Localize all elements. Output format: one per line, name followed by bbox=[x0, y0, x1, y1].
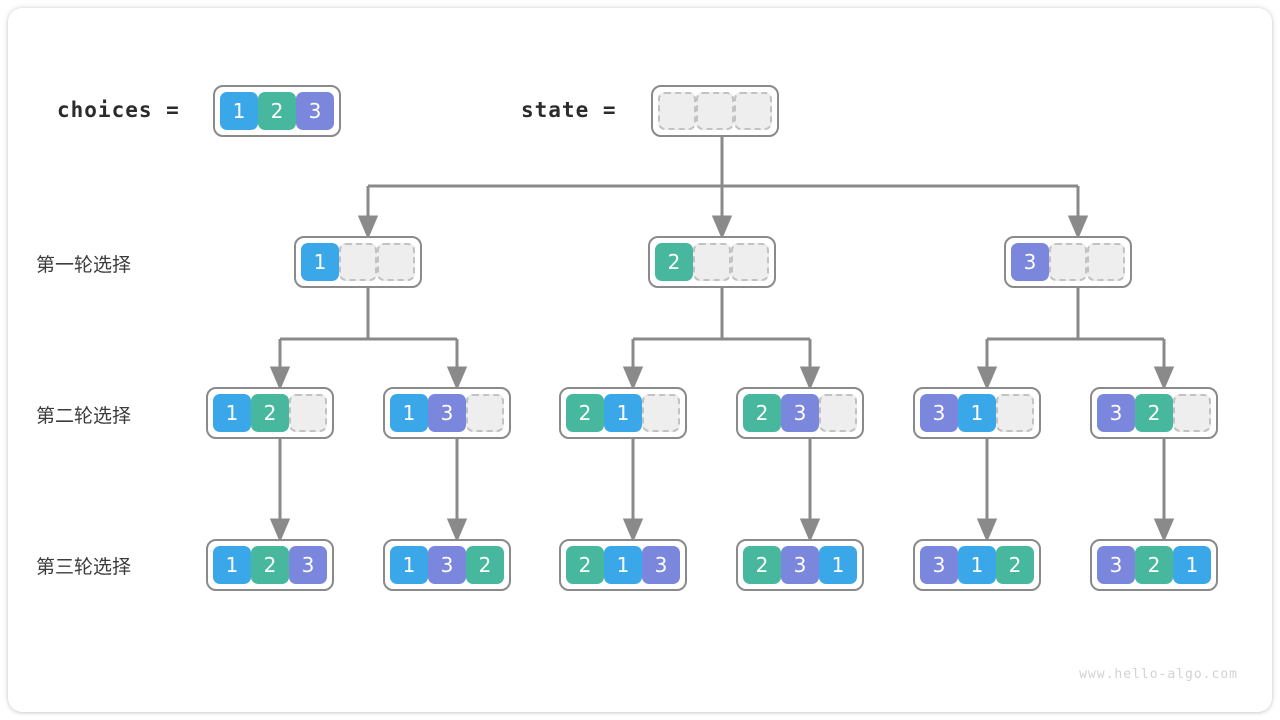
level2-node-3-cell-2-empty bbox=[819, 394, 857, 432]
level1-node-2-cell-2-empty bbox=[1087, 243, 1125, 281]
level3-node-1-cell-1-value-3: 3 bbox=[428, 546, 466, 584]
level2-node-1-cell-1-value-3: 3 bbox=[428, 394, 466, 432]
level3-node-0-cell-2-value-3: 3 bbox=[289, 546, 327, 584]
level3-node-3-cell-0-value-2: 2 bbox=[743, 546, 781, 584]
level3-node-5-cell-1-value-2: 2 bbox=[1135, 546, 1173, 584]
level1-node-1: 2 bbox=[648, 236, 776, 288]
level2-node-3-cell-1-value-3: 3 bbox=[781, 394, 819, 432]
level3-node-4-cell-2-value-2: 2 bbox=[996, 546, 1034, 584]
level2-node-1-cell-2-empty bbox=[466, 394, 504, 432]
level1-node-2-cell-0-value-3: 3 bbox=[1011, 243, 1049, 281]
level3-node-4-cell-1-value-1: 1 bbox=[958, 546, 996, 584]
level1-node-2: 3 bbox=[1004, 236, 1132, 288]
level3-node-3-cell-1-value-3: 3 bbox=[781, 546, 819, 584]
watermark: www.hello-algo.com bbox=[1079, 667, 1238, 682]
choices-label: choices = bbox=[57, 98, 180, 122]
level1-node-2-cell-1-empty bbox=[1049, 243, 1087, 281]
level3-node-5-cell-2-value-1: 1 bbox=[1173, 546, 1211, 584]
level2-node-1-cell-0-value-1: 1 bbox=[390, 394, 428, 432]
level1-node-1-cell-1-empty bbox=[693, 243, 731, 281]
level2-node-4-cell-0-value-3: 3 bbox=[920, 394, 958, 432]
level2-node-2-cell-2-empty bbox=[642, 394, 680, 432]
level1-node-1-cell-2-empty bbox=[731, 243, 769, 281]
level2-node-4-cell-2-empty bbox=[996, 394, 1034, 432]
level3-node-2-cell-0-value-2: 2 bbox=[566, 546, 604, 584]
state-cell-0-empty bbox=[658, 92, 696, 130]
level2-node-2-cell-0-value-2: 2 bbox=[566, 394, 604, 432]
level3-node-3-cell-2-value-1: 1 bbox=[819, 546, 857, 584]
level3-node-2-cell-1-value-1: 1 bbox=[604, 546, 642, 584]
state-cell-1-empty bbox=[696, 92, 734, 130]
level2-node-0-cell-0-value-1: 1 bbox=[213, 394, 251, 432]
level3-node-2-cell-2-value-3: 3 bbox=[642, 546, 680, 584]
row-label-round-1: 第一轮选择 bbox=[36, 254, 132, 276]
level3-node-0-cell-1-value-2: 2 bbox=[251, 546, 289, 584]
level1-node-0: 1 bbox=[294, 236, 422, 288]
level3-node-1-cell-0-value-1: 1 bbox=[390, 546, 428, 584]
row-label-round-2: 第二轮选择 bbox=[36, 405, 132, 427]
level3-node-1-cell-2-value-2: 2 bbox=[466, 546, 504, 584]
row-label-round-3: 第三轮选择 bbox=[36, 556, 132, 578]
choices-cell-0-value-1: 1 bbox=[220, 92, 258, 130]
choices-cell-2-value-3: 3 bbox=[296, 92, 334, 130]
level1-node-0-cell-2-empty bbox=[377, 243, 415, 281]
level1-node-0-cell-1-empty bbox=[339, 243, 377, 281]
level1-node-0-cell-0-value-1: 1 bbox=[301, 243, 339, 281]
level2-node-2-cell-1-value-1: 1 bbox=[604, 394, 642, 432]
level2-node-0-cell-2-empty bbox=[289, 394, 327, 432]
level3-node-0-cell-0-value-1: 1 bbox=[213, 546, 251, 584]
level2-node-3-cell-0-value-2: 2 bbox=[743, 394, 781, 432]
diagram-card bbox=[8, 8, 1272, 712]
level2-node-5-cell-1-value-2: 2 bbox=[1135, 394, 1173, 432]
state-cell-2-empty bbox=[734, 92, 772, 130]
level2-node-5-cell-0-value-3: 3 bbox=[1097, 394, 1135, 432]
level2-node-4-cell-1-value-1: 1 bbox=[958, 394, 996, 432]
level2-node-0-cell-1-value-2: 2 bbox=[251, 394, 289, 432]
state-array bbox=[651, 85, 779, 137]
level1-node-1-cell-0-value-2: 2 bbox=[655, 243, 693, 281]
level2-node-5-cell-2-empty bbox=[1173, 394, 1211, 432]
level3-node-5-cell-0-value-3: 3 bbox=[1097, 546, 1135, 584]
choices-cell-1-value-2: 2 bbox=[258, 92, 296, 130]
state-label: state = bbox=[521, 98, 617, 122]
level3-node-4-cell-0-value-3: 3 bbox=[920, 546, 958, 584]
